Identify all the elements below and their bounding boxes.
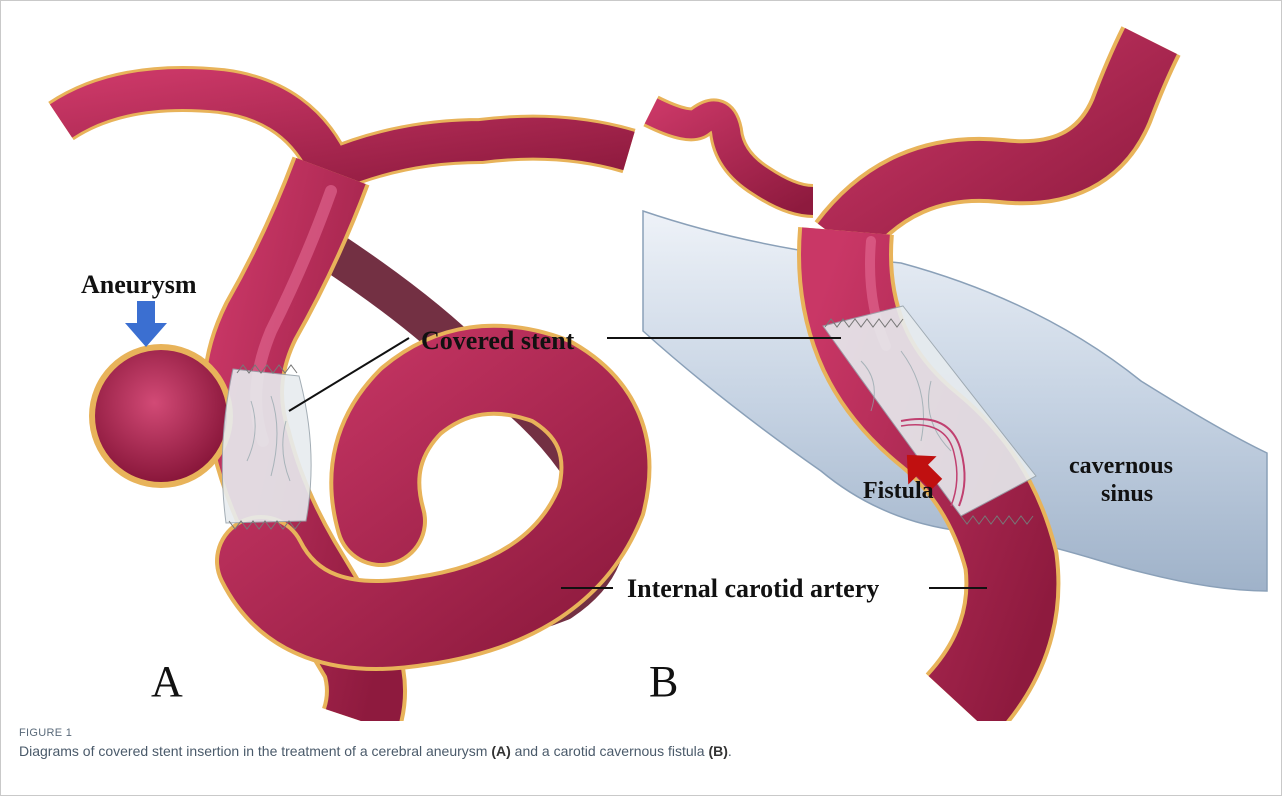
cavernous-label-line1: cavernous	[1069, 453, 1173, 479]
panel-b: Fistula cavernous sinus B	[607, 41, 1267, 706]
caption-part-1: Diagrams of covered stent insertion in t…	[19, 743, 491, 759]
caption-part-3: .	[728, 743, 732, 759]
caption-ref-a: (A)	[491, 743, 510, 759]
figure-illustration: Aneurysm Covered stent Internal carotid …	[1, 1, 1281, 721]
covered-stent-label: Covered stent	[421, 326, 575, 355]
panel-a-letter: A	[151, 657, 183, 706]
cavernous-label-line2: sinus	[1101, 481, 1153, 507]
internal-carotid-artery-label: Internal carotid artery	[627, 574, 879, 603]
aneurysm-label: Aneurysm	[81, 270, 197, 299]
caption-ref-b: (B)	[708, 743, 727, 759]
panel-b-letter: B	[649, 657, 678, 706]
caption-part-2: and a carotid cavernous fistula	[511, 743, 709, 759]
figure-caption: FIGURE 1 Diagrams of covered stent inser…	[19, 727, 1259, 759]
blue-arrow-icon	[125, 301, 167, 347]
covered-stent-a	[222, 369, 311, 523]
caption-text: Diagrams of covered stent insertion in t…	[19, 743, 1259, 759]
fistula-label: Fistula	[863, 478, 934, 504]
figure-number: FIGURE 1	[19, 727, 1259, 739]
